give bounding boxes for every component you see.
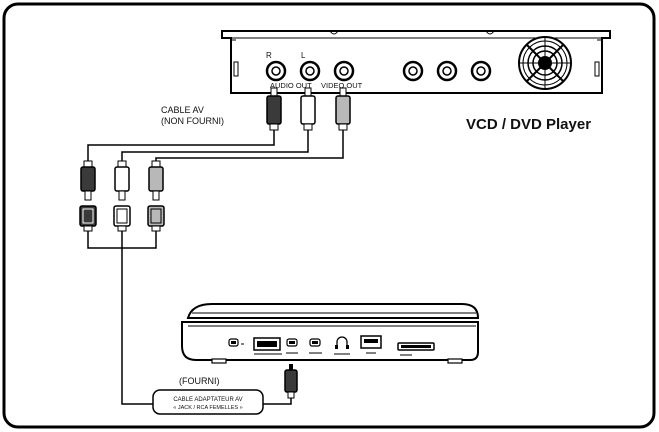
fan-grille-icon (518, 36, 572, 90)
jack-extra-1 (402, 60, 424, 82)
rca-socket-red-female (79, 205, 97, 232)
adapter-label-box: CABLE ADAPTATEUR AV « JACK / RCA FEMELLE… (152, 389, 264, 415)
jack-extra-3 (470, 60, 492, 82)
jack-video-out (333, 60, 355, 82)
card-slot-icon (397, 342, 435, 356)
jack-extra-2 (436, 60, 458, 82)
rca-plug-red-male (80, 160, 96, 201)
rca-plug-white-male (114, 160, 130, 201)
power-port-icon (228, 338, 244, 347)
rca-socket-yellow-female (147, 205, 165, 232)
adapter-cable-label: CABLE ADAPTATEUR AV (173, 397, 242, 403)
rca-plug-yellow-male (148, 160, 164, 201)
label-video-out: VIDEO OUT (321, 81, 363, 90)
cable-av-label: CABLE AV (161, 105, 204, 115)
headphone-jack-icon (334, 336, 350, 355)
rca-plug-white-top (300, 87, 316, 131)
label-l: L (301, 51, 306, 60)
adapter-supplied-label: (FOURNI) (179, 376, 220, 386)
jack-audio-r (265, 60, 287, 82)
adapter-cable-type: « JACK / RCA FEMELLES » (173, 405, 242, 411)
usb-port-icon (360, 335, 382, 354)
label-r: R (266, 51, 272, 60)
av-out-jack-icon (309, 338, 322, 354)
rca-socket-white-female (113, 205, 131, 232)
portable-dvd-player (181, 303, 480, 364)
usb-slot-icon (253, 337, 282, 355)
av-jack-icon (286, 338, 298, 354)
device-title: VCD / DVD Player (466, 116, 591, 133)
label-audio-out: AUDIO OUT (270, 81, 312, 90)
rca-plug-red-top (266, 87, 282, 131)
adapter-jack-plug (284, 364, 298, 399)
jack-audio-l (299, 60, 321, 82)
rca-plug-yellow-top (335, 87, 351, 131)
dvd-player: R L AUDIO OUT VIDEO OUT (221, 30, 611, 94)
cable-av-note: (NON FOURNI) (161, 116, 224, 126)
